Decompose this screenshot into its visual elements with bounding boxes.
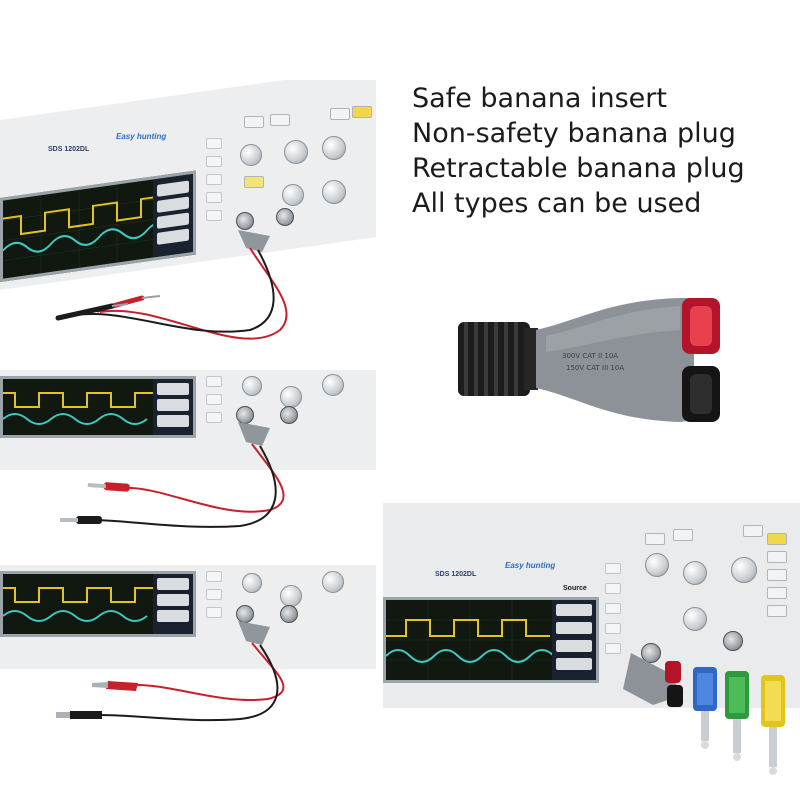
side-button xyxy=(605,563,621,574)
oscilloscope-screen xyxy=(0,571,196,637)
menu-item xyxy=(556,658,592,670)
bnc-knurled-nut xyxy=(458,322,538,396)
menu-item xyxy=(157,578,189,590)
bnc-connector xyxy=(280,406,298,424)
sine-wave-trace xyxy=(3,610,148,622)
sine-wave-trace xyxy=(386,649,555,663)
control-knob xyxy=(282,184,304,206)
panel-button xyxy=(352,106,372,118)
source-menu-title: Source xyxy=(563,585,587,592)
screen-menu-column xyxy=(153,379,193,435)
control-knob xyxy=(322,571,344,593)
side-button xyxy=(206,394,222,405)
control-knob xyxy=(322,374,344,396)
side-button xyxy=(605,603,621,614)
control-knob xyxy=(242,573,262,593)
screen-menu-column xyxy=(153,574,193,634)
side-button xyxy=(206,607,222,618)
bnc-banana-adapter: 300V CAT II 10A 150V CAT III 10A xyxy=(458,298,720,422)
menu-item xyxy=(556,604,592,616)
menu-item xyxy=(157,594,189,606)
panel-button xyxy=(270,114,290,126)
model-label: SDS 1202DL xyxy=(435,571,477,578)
adapter-rating-1: 300V CAT II 10A xyxy=(562,352,618,360)
headline-line-3: Retractable banana plug xyxy=(412,153,745,184)
panel-button xyxy=(244,116,264,128)
panel-button xyxy=(767,587,787,599)
headline-line-1: Safe banana insert xyxy=(412,83,667,114)
side-button xyxy=(605,643,621,654)
probe-cable-alligator xyxy=(56,621,285,722)
bnc-connector xyxy=(641,643,661,663)
side-button xyxy=(206,174,222,185)
scope-photo-banana-leads xyxy=(0,370,376,550)
bnc-connector xyxy=(723,631,743,651)
control-knob xyxy=(284,140,308,164)
side-button xyxy=(206,412,222,423)
adapter-with-plugs xyxy=(623,653,785,775)
oscilloscope-screen xyxy=(0,376,196,438)
side-button xyxy=(605,623,621,634)
side-button xyxy=(206,138,222,149)
panel-button xyxy=(743,525,763,537)
sine-wave-trace xyxy=(3,413,148,425)
bnc-connector xyxy=(280,605,298,623)
bnc-connector xyxy=(276,208,294,226)
menu-item xyxy=(157,399,189,411)
panel-button xyxy=(645,533,665,545)
control-knob xyxy=(240,144,262,166)
scope-photo-hook-leads: SDS 1202DL Easy hunting xyxy=(0,80,376,350)
oscilloscope-screen xyxy=(383,597,599,683)
control-knob xyxy=(322,136,346,160)
oscilloscope-screen xyxy=(0,170,196,282)
yellow-banana-plug xyxy=(761,675,785,775)
side-button xyxy=(206,376,222,387)
side-button xyxy=(206,589,222,600)
scope-photo-alligator-leads xyxy=(0,565,376,745)
side-button xyxy=(206,210,222,221)
square-wave-trace xyxy=(3,587,159,603)
panel-button xyxy=(673,529,693,541)
waveform-display xyxy=(3,587,159,622)
menu-item xyxy=(556,622,592,634)
headline-line-2: Non-safety banana plug xyxy=(412,118,736,149)
bnc-connector xyxy=(236,212,254,230)
menu-item xyxy=(157,610,189,622)
panel-button xyxy=(244,176,264,188)
probe-cable-banana xyxy=(60,422,285,528)
model-label: SDS 1202DL xyxy=(48,146,90,153)
menu-item xyxy=(556,640,592,652)
side-button xyxy=(206,571,222,582)
tagline-label: Easy hunting xyxy=(116,132,167,141)
green-banana-plug xyxy=(725,671,749,761)
menu-item xyxy=(157,383,189,395)
headline-line-4: All types can be used xyxy=(412,188,702,219)
blue-banana-plug xyxy=(693,667,717,749)
panel-button xyxy=(767,533,787,545)
adapter-rating-2: 150V CAT III 10A xyxy=(566,364,624,372)
control-knob xyxy=(322,180,346,204)
square-wave-trace xyxy=(3,392,159,408)
control-knob xyxy=(683,561,707,585)
side-button xyxy=(206,192,222,203)
panel-button xyxy=(767,551,787,563)
control-knob xyxy=(645,553,669,577)
black-banana-socket xyxy=(682,366,720,422)
control-knob xyxy=(242,376,262,396)
red-banana-socket xyxy=(682,298,720,354)
menu-item xyxy=(157,415,189,427)
panel-button xyxy=(330,108,350,120)
side-button xyxy=(605,583,621,594)
waveform-display xyxy=(3,392,159,425)
panel-button xyxy=(767,605,787,617)
control-knob xyxy=(731,557,757,583)
probe-cable-hooks xyxy=(55,230,288,340)
scope-photo-banana-plugs: SDS 1202DL Easy hunting Source xyxy=(383,503,800,800)
side-button xyxy=(206,156,222,167)
control-knob xyxy=(683,607,707,631)
square-wave-trace xyxy=(386,619,550,637)
tagline-label: Easy hunting xyxy=(505,561,556,570)
panel-button xyxy=(767,569,787,581)
screen-menu-column xyxy=(552,600,596,680)
